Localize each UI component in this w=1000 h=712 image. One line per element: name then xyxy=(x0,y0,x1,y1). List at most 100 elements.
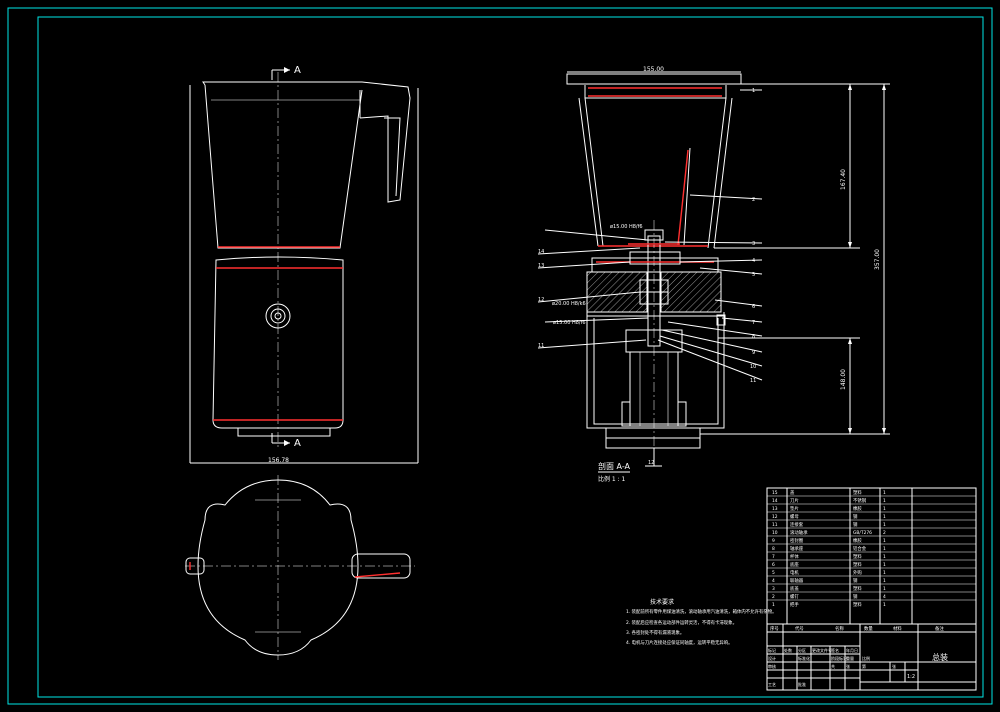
bom-cell: 钢 xyxy=(853,593,858,600)
balloon-13: 13 xyxy=(538,263,544,269)
title-block-label: 处数 xyxy=(784,647,792,653)
bom-cell: 底盖 xyxy=(790,585,799,592)
bom-header-cell: 序号 xyxy=(770,625,779,632)
tech-line-1: 1. 装配前所有零件用煤油清洗，滚动轴承用汽油清洗，箱体内不允许有杂物。 xyxy=(626,608,776,615)
title-block-label: 签名 xyxy=(831,647,839,653)
title-block-label: 标记 xyxy=(768,647,776,653)
bom-cell: 轴承座 xyxy=(790,545,804,552)
bom-cell: 塑料 xyxy=(853,601,862,608)
tech-line-3: 3. 各密封处不得有漏液现象。 xyxy=(626,629,684,636)
title-block-label: 设计 xyxy=(768,655,776,661)
bom-cell: 把手 xyxy=(790,601,799,608)
bom-cell: 1 xyxy=(883,538,886,544)
bom-cell: 滚动轴承 xyxy=(790,529,808,536)
bom-cell: 8 xyxy=(772,546,775,552)
tech-title: 技术要求 xyxy=(650,598,674,606)
bom-header-cell: 数量 xyxy=(864,625,873,632)
tech-line-4: 4. 电机与刀片连接处应保证同轴度，运转平稳无异响。 xyxy=(626,639,733,646)
dim-148: 148.00 xyxy=(840,369,847,390)
bom-cell: 10 xyxy=(772,530,778,536)
bom-cell: 1 xyxy=(772,602,775,608)
title-block-label: 标准化 xyxy=(798,655,810,661)
bom-cell: 3 xyxy=(772,586,775,592)
section-mark-top: A xyxy=(294,65,301,76)
title-block-label: 比例 xyxy=(862,655,870,661)
bom-cell: 9 xyxy=(772,538,775,544)
title-block: 总装 1:2 标记处数分区更改文件号签名年月日设计标准化阶段标记重量比例审核共张… xyxy=(766,623,977,691)
balloon-12: 12 xyxy=(538,297,544,303)
fit-callout-1: ø15.00 H8/f6 xyxy=(610,224,643,230)
section-view: 155.00 xyxy=(537,66,742,483)
bom-cell: 15 xyxy=(772,490,778,496)
bom-cell: 垫片 xyxy=(790,505,799,512)
title-block-label: 更改文件号 xyxy=(812,647,832,653)
bom-cell: 1 xyxy=(883,570,886,576)
bom-cell: 4 xyxy=(883,594,886,600)
bom-header-cell: 代号 xyxy=(795,625,804,632)
bom-cell: 5 xyxy=(772,570,775,576)
bom-cell: 12 xyxy=(772,514,778,520)
bom-cell: 1 xyxy=(883,578,886,584)
bom-cell: 塑料 xyxy=(853,553,862,560)
bom-cell: 14 xyxy=(772,498,778,504)
bom-cell: 1 xyxy=(883,602,886,608)
bom-cell: 外购 xyxy=(853,569,862,576)
balloon-11-left: 11 xyxy=(538,343,544,349)
bom-cell: 橡胶 xyxy=(853,537,862,544)
outer-border xyxy=(7,7,993,705)
section-mark-bottom: A xyxy=(294,438,301,449)
title-block-name: 总装 xyxy=(932,652,948,662)
bom-cell: 2 xyxy=(772,594,775,600)
bom-header-cell: 名称 xyxy=(835,625,844,632)
title-block-label: 重量 xyxy=(846,655,854,661)
section-scale: 比例 1 : 1 xyxy=(598,475,626,483)
bom-cell: 电机 xyxy=(790,569,799,576)
title-block-label: 第 xyxy=(862,663,866,669)
front-width-dim: 156.78 xyxy=(268,457,289,464)
bom-cell: 底座 xyxy=(790,561,799,568)
section-label: 剖面 A-A xyxy=(598,461,631,471)
bom-cell: 11 xyxy=(772,522,778,528)
bom-header-cell: 材料 xyxy=(893,625,902,632)
balloon-5: 5 xyxy=(752,272,755,278)
fit-callout-3: ø15.00 H8/f6 xyxy=(553,320,586,326)
balloon-10: 10 xyxy=(750,364,756,370)
bom-cell: 2 xyxy=(883,530,886,536)
title-block-label: 张 xyxy=(892,663,896,669)
bom-cell: 螺钉 xyxy=(790,593,799,600)
bom-cell: 1 xyxy=(883,498,886,504)
balloons-left: 14 13 12 11 12 xyxy=(537,247,662,467)
bom-cell: 1 xyxy=(883,506,886,512)
bom-cell: 6 xyxy=(772,562,775,568)
balloon-6: 6 xyxy=(752,304,755,310)
bom-cell: GB/T276 xyxy=(853,530,872,536)
balloon-3: 3 xyxy=(752,241,755,247)
tech-requirements: 技术要求 1. 装配前所有零件用煤油清洗，滚动轴承用汽油清洗，箱体内不允许有杂物… xyxy=(626,598,776,646)
tech-line-2: 2. 装配后应检查各运动部件运转灵活，不得有卡滞现象。 xyxy=(626,619,737,626)
balloon-1: 1 xyxy=(752,88,755,94)
title-block-label: 共 xyxy=(831,663,835,669)
bom-cell: 1 xyxy=(883,554,886,560)
front-view: A A 156.78 xyxy=(189,65,419,464)
bom-cell: 4 xyxy=(772,578,775,584)
top-dim: 155.00 xyxy=(643,66,664,73)
title-block-label: 张 xyxy=(846,663,850,669)
dim-357: 357.00 xyxy=(874,249,881,270)
bom-cell: 1 xyxy=(883,586,886,592)
title-block-label: 年月日 xyxy=(846,647,858,653)
top-view xyxy=(185,475,415,660)
balloon-8: 8 xyxy=(752,334,755,340)
bom-cell: 联轴器 xyxy=(790,577,804,584)
section-dimensions: 167.40 357.00 148.00 xyxy=(700,83,890,435)
balloons-right: 1 2 3 4 5 6 7 8 9 10 11 xyxy=(657,88,763,384)
bom-cell: 1 xyxy=(883,562,886,568)
bom-cell: 钢 xyxy=(853,513,858,520)
balloon-14: 14 xyxy=(538,249,544,255)
title-block-scale: 1:2 xyxy=(907,674,915,680)
balloon-7: 7 xyxy=(752,320,755,326)
bom-cell: 连接套 xyxy=(790,521,804,528)
bom-cell: 塑料 xyxy=(853,489,862,496)
title-block-label: 审核 xyxy=(768,663,776,669)
bom-cell: 塑料 xyxy=(853,561,862,568)
